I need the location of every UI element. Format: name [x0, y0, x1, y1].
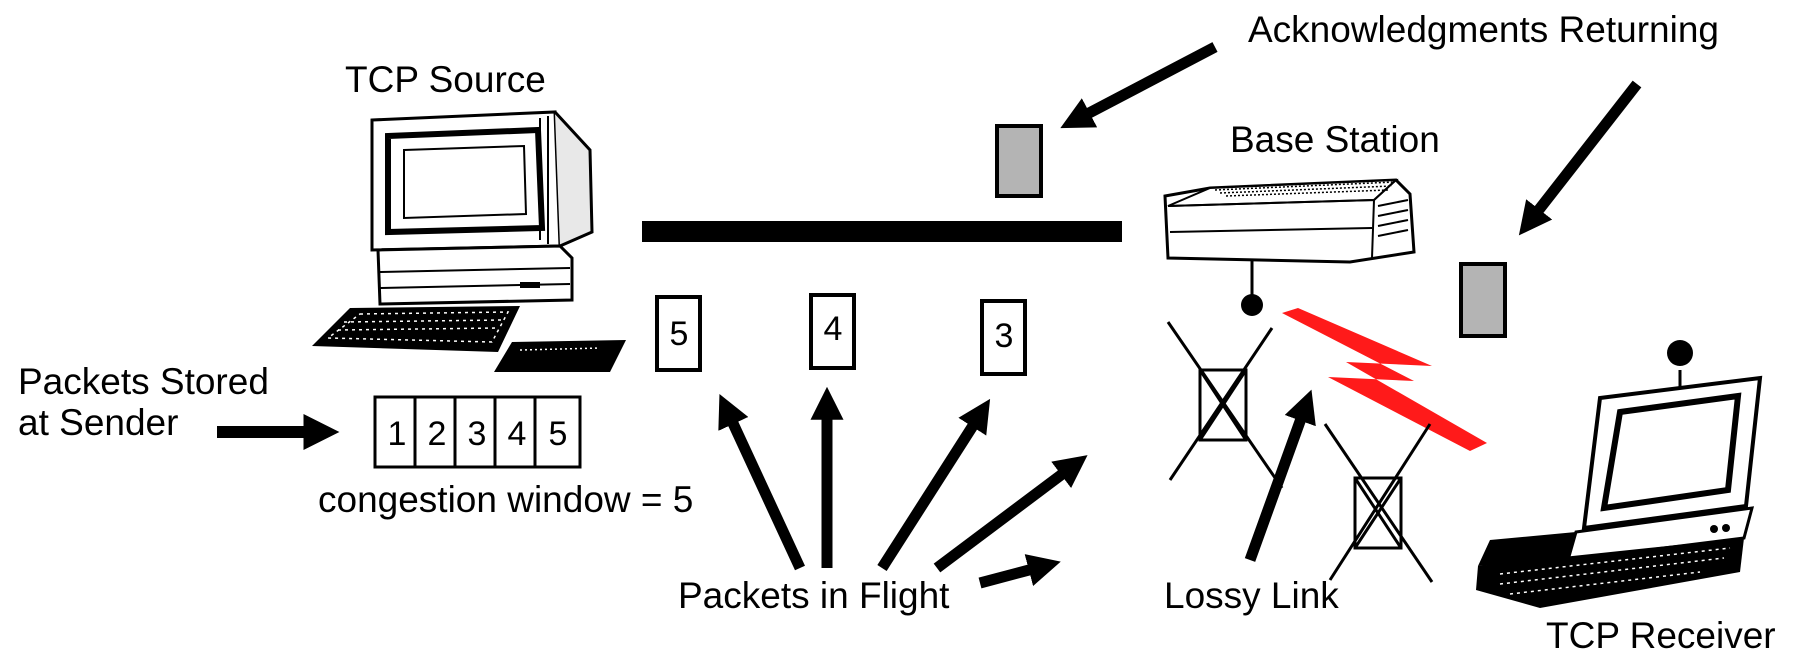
congestion-window-label: congestion window = 5: [318, 479, 693, 520]
packets-stored-label-line1: Packets Stored: [18, 361, 269, 402]
lossy-link-arrow: [1244, 389, 1316, 562]
flight-arrow: [978, 554, 1061, 589]
base-station-label: Base Station: [1230, 119, 1440, 160]
buffer-cell: [533, 395, 582, 469]
flight-arrow: [933, 455, 1088, 573]
buffer-cell-label: 4: [508, 415, 527, 453]
buffer-cell-label: 3: [468, 415, 487, 453]
lost-packet-1-icon: [1166, 321, 1284, 489]
packets-in-flight-label: Packets in Flight: [678, 575, 950, 616]
buffer-cell-label: 1: [388, 415, 407, 453]
lossy-link-label: Lossy Link: [1164, 575, 1339, 616]
packets-stored-label-line2: at Sender: [18, 402, 178, 443]
acks-returning-label: Acknowledgments Returning: [1248, 9, 1719, 50]
buffer-cell-label: 2: [428, 415, 447, 453]
lost-packet-2-icon: [1323, 423, 1434, 583]
ack-packet-wireless: [1459, 262, 1507, 338]
packet-in-flight: 3: [980, 299, 1027, 376]
tcp-receiver-laptop-icon: [1476, 340, 1763, 608]
packet-in-flight-label: 4: [824, 310, 843, 348]
sender-buffer: 1 2 3 4 5: [373, 395, 582, 469]
buffer-cell-label: 5: [549, 415, 568, 453]
packet-in-flight-label: 5: [670, 315, 689, 353]
packet-in-flight-label: 3: [995, 317, 1014, 355]
tcp-source-label: TCP Source: [345, 59, 546, 100]
flight-arrow: [718, 394, 805, 571]
base-station-icon: [1163, 178, 1416, 316]
wired-link-bar: [642, 221, 1122, 242]
flight-arrow: [877, 398, 991, 571]
lossy-link-bolt-icon: [1282, 308, 1487, 451]
tcp-receiver-label: TCP Receiver: [1546, 615, 1776, 655]
packet-in-flight: 4: [809, 293, 856, 370]
ack-arrow-wired: [1060, 42, 1218, 129]
buffer-cell: [493, 395, 537, 469]
tcp-source-computer-icon: [312, 110, 626, 372]
packet-in-flight: 5: [655, 295, 702, 372]
ack-arrow-wireless: [1518, 80, 1642, 236]
ack-packet-wired: [995, 124, 1043, 198]
